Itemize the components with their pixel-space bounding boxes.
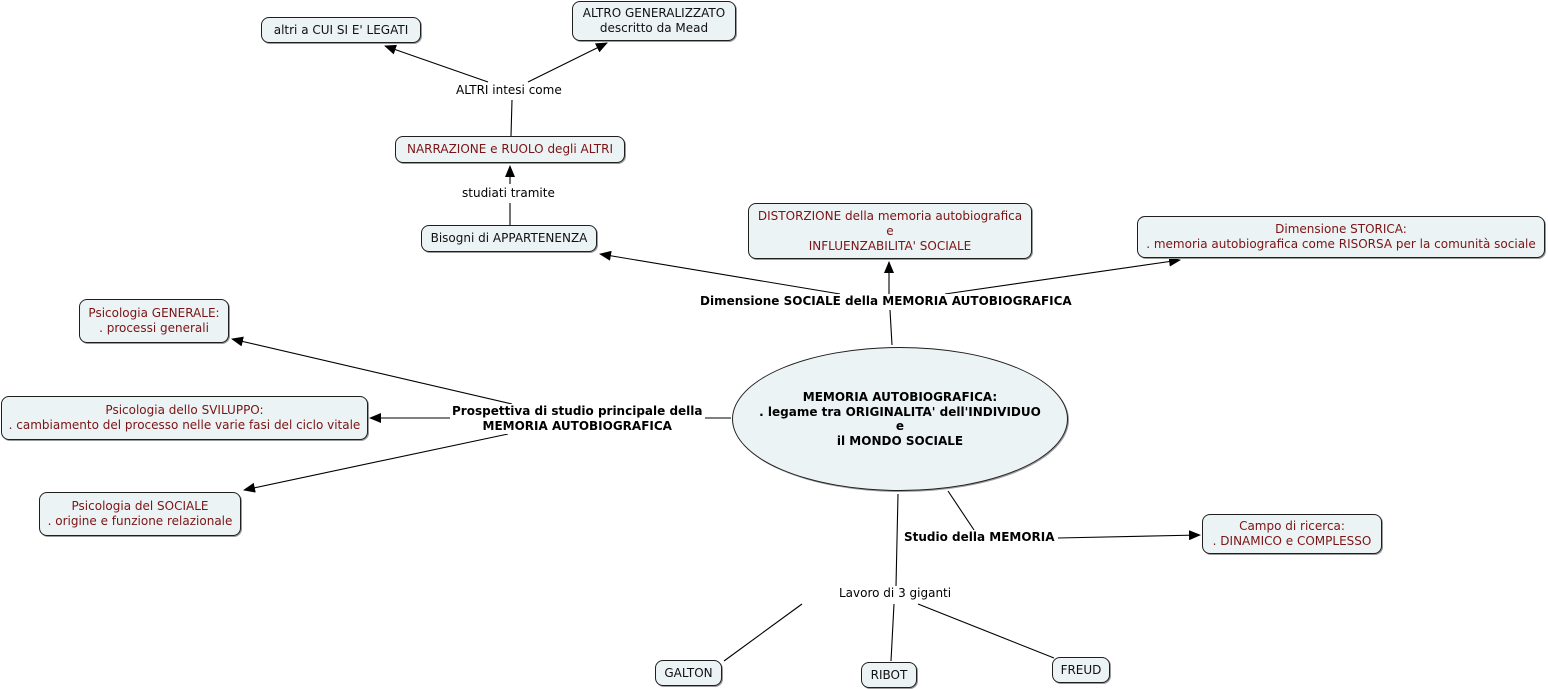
concept-psicologia-generale[interactable]: Psicologia GENERALE: . processi generali <box>79 299 229 343</box>
concept-galton[interactable]: GALTON <box>655 660 722 686</box>
concept-text: . origine e funzione relazionale <box>47 514 233 528</box>
link-prospettiva-to-sociale <box>243 433 509 493</box>
linking-phrase-studio-memoria[interactable]: Studio della MEMORIA <box>902 530 1057 545</box>
central-text: e <box>895 419 905 433</box>
linking-phrase-altri-intesi[interactable]: ALTRI intesi come <box>454 83 564 98</box>
central-text: . legame tra ORIGINALITA' dell'INDIVIDUO <box>759 404 1041 419</box>
concept-freud[interactable]: FREUD <box>1052 657 1110 683</box>
concept-text: descritto da Mead <box>599 21 709 35</box>
concept-text: . memoria autobiografica come RISORSA pe… <box>1146 237 1536 251</box>
link-lavoro-to-galton <box>723 603 803 662</box>
concept-text: RIBOT <box>870 667 908 682</box>
phrase-line: MEMORIA AUTOBIOGRAFICA <box>482 419 672 433</box>
link-narrazione-to-altri <box>510 99 513 137</box>
link-studio-to-campo <box>1057 530 1201 541</box>
concept-text: DISTORZIONE della memoria autobiografica <box>757 208 1023 223</box>
concept-altro-generalizzato[interactable]: ALTRO GENERALIZZATO descritto da Mead <box>572 1 736 41</box>
link-prospettiva-to-generale <box>231 336 513 405</box>
concept-text: Bisogni di APPARTENENZA <box>430 231 588 245</box>
concept-text: . processi generali <box>99 321 209 335</box>
concept-text: INFLUENZABILITA' SOCIALE <box>808 238 972 253</box>
concept-text: Psicologia dello SVILUPPO: <box>105 403 264 417</box>
link-central-to-sociale <box>889 309 893 346</box>
concept-text: ALTRO GENERALIZZATO <box>582 6 726 20</box>
concept-text: altri a CUI SI E' LEGATI <box>273 22 409 37</box>
link-altri-to-generalizzato <box>527 42 608 83</box>
linking-phrase-lavoro-giganti[interactable]: Lavoro di 3 giganti <box>837 586 954 601</box>
concept-text: Psicologia del SOCIALE <box>71 499 209 513</box>
link-sociale-to-storica <box>944 256 1181 295</box>
central-text: il MONDO SOCIALE <box>836 433 964 448</box>
concept-psicologia-sociale[interactable]: Psicologia del SOCIALE . origine e funzi… <box>39 492 241 536</box>
concept-text: FREUD <box>1060 662 1102 677</box>
concept-text: Psicologia GENERALE: <box>88 306 220 320</box>
concept-text: GALTON <box>664 665 713 680</box>
link-central-to-studio <box>947 490 975 531</box>
concept-text: . cambiamento del processo nelle varie f… <box>8 418 361 432</box>
concept-bisogni[interactable]: Bisogni di APPARTENENZA <box>421 225 597 252</box>
concept-text: . DINAMICO e COMPLESSO <box>1212 534 1372 548</box>
concept-text: Campo di ricerca: <box>1239 519 1345 533</box>
linking-phrase-prospettiva[interactable]: Prospettiva di studio principale della M… <box>450 404 705 434</box>
concept-text: Dimensione STORICA: <box>1275 222 1407 236</box>
concept-dimensione-storica[interactable]: Dimensione STORICA: . memoria autobiogra… <box>1137 216 1545 258</box>
concept-distorsione[interactable]: DISTORZIONE della memoria autobiografica… <box>748 203 1032 259</box>
link-sociale-to-bisogni <box>599 250 841 295</box>
phrase-line: Prospettiva di studio principale della <box>452 404 703 418</box>
link-lavoro-to-ribot <box>890 603 895 662</box>
linking-phrase-dimensione-sociale[interactable]: Dimensione SOCIALE della MEMORIA AUTOBIO… <box>698 294 1074 309</box>
link-lavoro-to-freud <box>917 603 1055 659</box>
concept-text: NARRAZIONE e RUOLO degli ALTRI <box>407 142 613 156</box>
link-altri-to-legati <box>384 44 489 83</box>
concept-campo-ricerca[interactable]: Campo di ricerca: . DINAMICO e COMPLESSO <box>1202 514 1382 554</box>
link-central-to-lavoro <box>895 493 899 587</box>
concept-narrazione[interactable]: NARRAZIONE e RUOLO degli ALTRI <box>395 136 625 163</box>
concept-ribot[interactable]: RIBOT <box>861 662 917 688</box>
linking-phrase-studiati-tramite[interactable]: studiati tramite <box>460 186 557 201</box>
central-concept[interactable]: MEMORIA AUTOBIOGRAFICA: . legame tra ORI… <box>732 347 1068 491</box>
central-text: MEMORIA AUTOBIOGRAFICA: <box>802 390 998 404</box>
concept-altri-legati[interactable]: altri a CUI SI E' LEGATI <box>261 17 421 43</box>
concept-psicologia-sviluppo[interactable]: Psicologia dello SVILUPPO: . cambiamento… <box>1 396 368 440</box>
concept-text: e <box>886 223 894 238</box>
